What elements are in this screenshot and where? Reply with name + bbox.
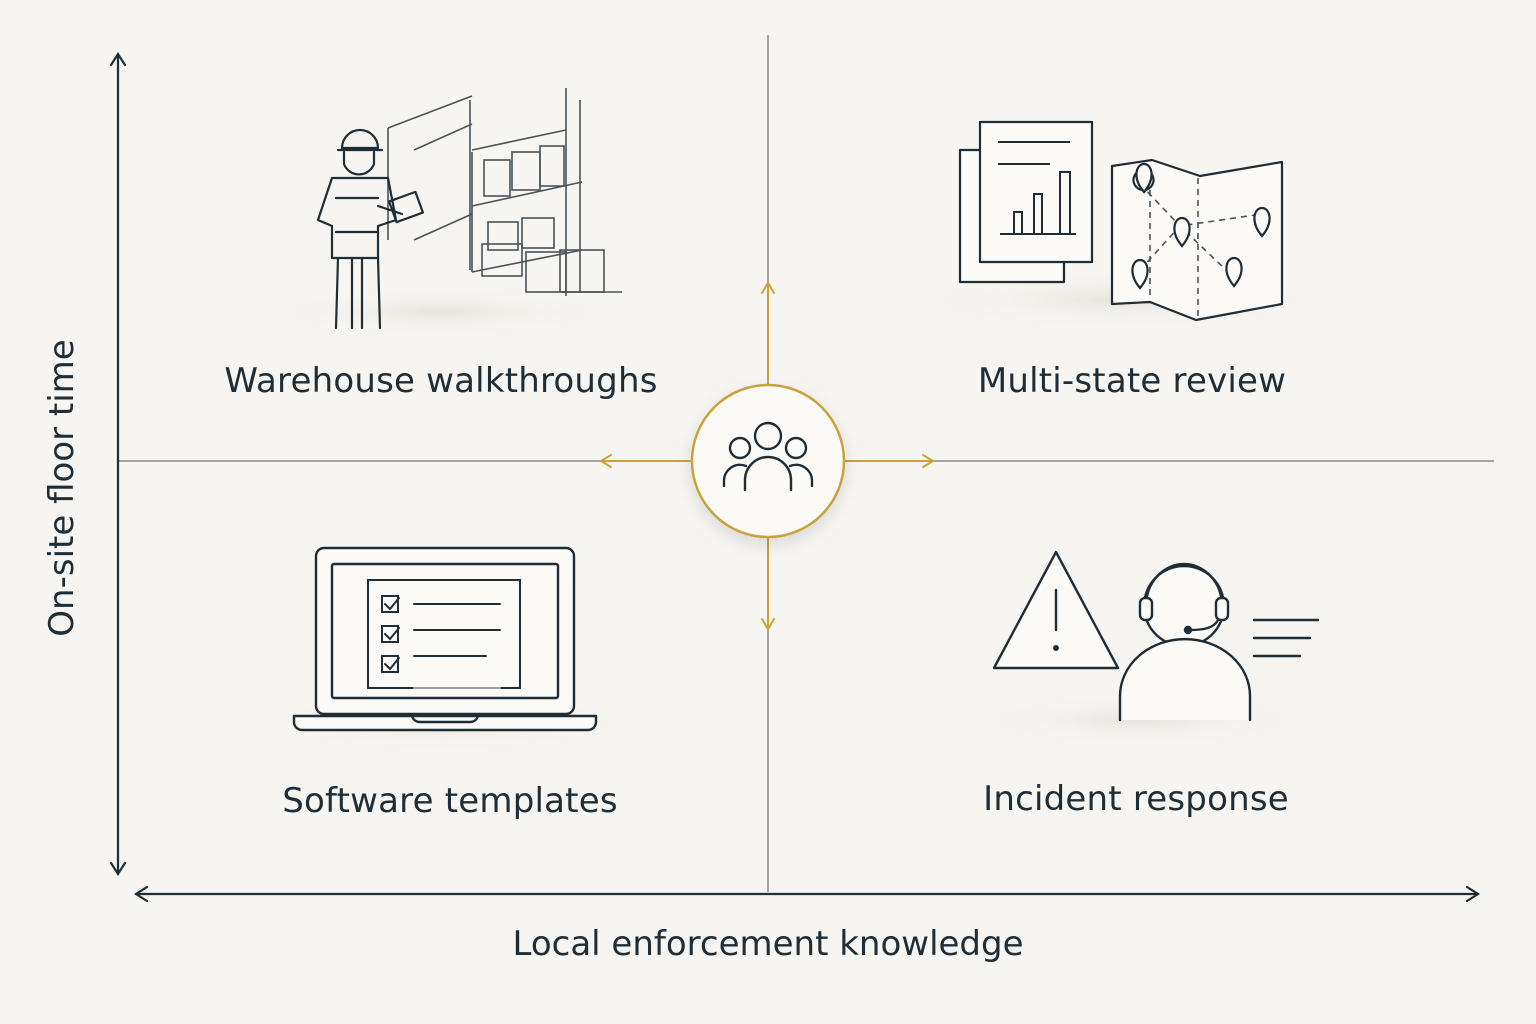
team-icon bbox=[690, 383, 846, 539]
x-axis-label: Local enforcement knowledge bbox=[512, 924, 1024, 964]
y-axis bbox=[109, 51, 127, 877]
y-axis-label: On-site floor time bbox=[42, 339, 82, 637]
x-axis-arrow-left bbox=[133, 885, 149, 903]
quadrant-label-top-right: Multi-state review bbox=[977, 361, 1287, 401]
y-axis-arrow-up bbox=[109, 51, 127, 67]
quadrant-label-bottom-left: Software templates bbox=[282, 781, 618, 821]
x-axis bbox=[133, 885, 1481, 903]
documents-map-icon bbox=[920, 120, 1320, 330]
warehouse-inspector-icon bbox=[270, 88, 622, 336]
laptop-checklist-icon bbox=[260, 546, 630, 752]
y-axis-arrow-down bbox=[109, 861, 127, 877]
quadrant-label-bottom-right: Incident response bbox=[983, 779, 1289, 819]
center-arrows bbox=[599, 281, 935, 631]
warning-support-agent-icon bbox=[980, 550, 1320, 746]
x-axis-arrow-right bbox=[1465, 885, 1481, 903]
quadrant-label-top-left: Warehouse walkthroughs bbox=[224, 361, 658, 401]
